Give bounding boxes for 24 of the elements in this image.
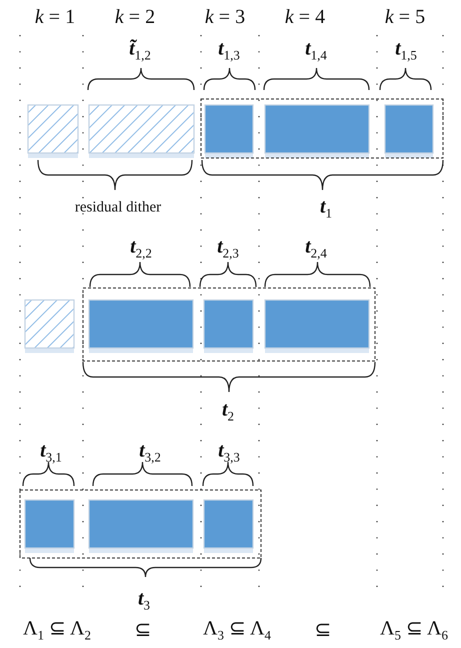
- math-label: k = 2: [114, 7, 156, 27]
- math-label: t$_{1,4}$: [305, 38, 327, 62]
- math-label: Λ$_{3}$ ⊆ Λ$_{4}$: [203, 618, 271, 642]
- math-label: Λ$_{5}$ ⊆ Λ$_{6}$: [380, 618, 448, 642]
- math-label: t$_{1}$: [320, 196, 332, 220]
- math-label: t$_{3,1}$: [40, 440, 62, 464]
- math-label: k = 4: [284, 7, 326, 27]
- math-label: t$_{1,3}$: [218, 38, 240, 62]
- math-label: k = 1: [34, 7, 76, 27]
- math-label: ⊆: [134, 620, 152, 640]
- caption-text: residual dither: [74, 200, 162, 216]
- math-label: t$_{3}$: [138, 588, 150, 612]
- math-label: t̃$_{1,2}$: [129, 38, 151, 62]
- math-label: Λ$_{1}$ ⊆ Λ$_{2}$: [23, 618, 91, 642]
- math-label: t$_{2,2}$: [130, 236, 152, 260]
- math-label: k = 3: [204, 7, 246, 27]
- math-label: t$_{2}$: [222, 400, 234, 422]
- math-label: t$_{2,3}$: [217, 236, 239, 260]
- math-label: t$_{2,4}$: [305, 236, 327, 260]
- math-label: t$_{3,2}$: [139, 440, 161, 464]
- math-label: t$_{3,3}$: [218, 440, 240, 464]
- math-label: ⊆: [314, 620, 332, 640]
- math-label: k = 5: [384, 7, 426, 27]
- math-label: t$_{1,5}$: [395, 38, 417, 62]
